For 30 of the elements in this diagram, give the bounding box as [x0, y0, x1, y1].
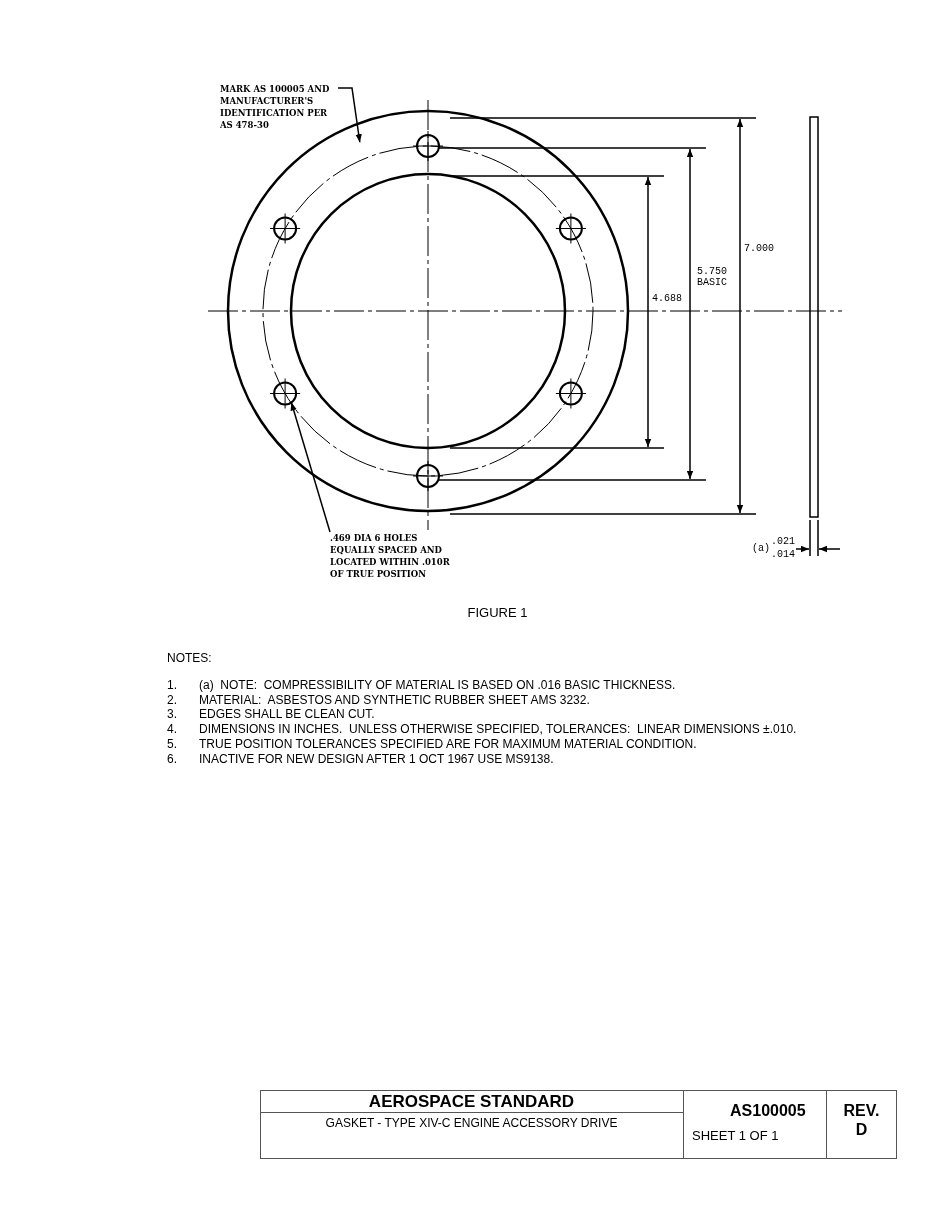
sheet-number: SHEET 1 OF 1 — [692, 1128, 779, 1143]
dimension-value: .014 — [771, 549, 795, 560]
hole — [269, 378, 301, 409]
drawing-title: GASKET - TYPE XIV-C ENGINE ACCESSORY DRIVE — [324, 1116, 619, 1130]
note-number: 3. — [167, 707, 177, 722]
notes-heading: NOTES: — [167, 651, 212, 665]
note-number: 6. — [167, 751, 177, 766]
note-text: MATERIAL: ASBESTOS AND SYNTHETIC RUBBER SHEET AMS 3232. — [199, 692, 590, 707]
note-text: DIMENSIONS IN INCHES. UNLESS OTHERWISE SPECIFIED, TOLERANCES: LINEAR DIMENSIONS ±.010. — [199, 722, 797, 737]
note-text: INACTIVE FOR NEW DESIGN AFTER 1 OCT 1967 USE MS9138. — [199, 751, 554, 766]
dimension-value: 5.750 BASIC — [697, 266, 728, 288]
dimension-value: 4.688 — [652, 293, 682, 304]
leader-line — [290, 401, 331, 533]
callout-text: .469 DIA 6 HOLES EQUALLY SPACED AND LOCATED WITHIN .010R OF TRUE POSITION — [330, 532, 465, 580]
document-number: AS100005 — [730, 1102, 806, 1120]
note-number: 5. — [167, 736, 177, 751]
note-text: TRUE POSITION TOLERANCES SPECIFIED ARE FOR MAXIMUM MATERIAL CONDITION. — [199, 736, 697, 751]
note-number: 2. — [167, 692, 177, 707]
title-text: AEROSPACE STANDARD — [367, 1092, 576, 1112]
note-text: EDGES SHALL BE CLEAN CUT. — [199, 707, 375, 722]
dimension-value: 7.000 — [744, 243, 774, 254]
note-text: (a) NOTE: COMPRESSIBILITY OF MATERIAL IS BASED ON .016 BASIC THICKNESS. — [199, 678, 676, 692]
revision-text: REV. D — [842, 1101, 881, 1139]
dimension-value: (a) — [752, 543, 770, 554]
note-number: 1. — [167, 678, 177, 692]
leader-line — [337, 87, 362, 143]
dimension-value: .021 — [771, 536, 795, 547]
figure-caption: FIGURE 1 — [466, 605, 529, 620]
callout-text: MARK AS 100005 AND MANUFACTURER'S IDENTIFICATION PER AS 478-30 — [220, 83, 338, 131]
note-number: 4. — [167, 722, 177, 737]
